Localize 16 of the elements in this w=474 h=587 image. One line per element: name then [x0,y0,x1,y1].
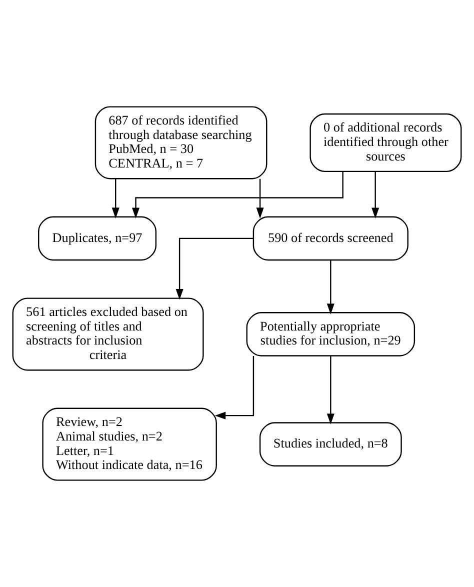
node-box: 0 of additional records identified through other sources [310,113,462,172]
node-box: 561 articles excluded based on screening of titles and abstracts for inclusion criteria [12,298,204,371]
arrow [372,171,380,219]
node-box: Potentially appropriate studies for inclusion, n=29 [246,312,416,356]
node-box: 590 of records screened [252,216,408,261]
arrow [112,178,120,218]
arrow [176,238,254,300]
arrow [214,356,254,420]
arrow [326,356,334,424]
arrow [326,260,334,314]
node-box: Duplicates, n=97 [38,216,156,261]
node-box: 687 of records identified through database searching PubMed, n = 30 CENTRAL, n = 7 [94,106,268,180]
node-box: Review, n=2 Animal studies, n=2 Letter, n=1 Without indicate data, n=16 [42,408,217,481]
arrow [256,178,264,218]
arrow [132,172,344,218]
node-box: Studies included, n=8 [259,422,402,466]
